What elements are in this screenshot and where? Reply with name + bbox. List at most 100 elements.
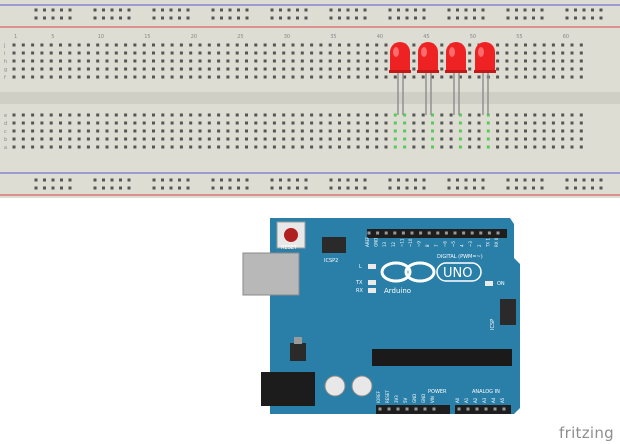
breadboard-hole	[570, 129, 574, 133]
breadboard-hole	[579, 75, 583, 79]
rail-hole	[329, 8, 333, 12]
column-number: 40	[377, 34, 383, 40]
breadboard-hole	[365, 75, 369, 79]
breadboard-hole	[282, 129, 286, 133]
breadboard-hole	[217, 75, 221, 79]
breadboard-hole	[542, 113, 546, 117]
breadboard-hole	[86, 113, 90, 117]
breadboard-hole	[384, 121, 388, 125]
breadboard-hole	[207, 129, 211, 133]
breadboard-hole	[40, 137, 44, 141]
breadboard-hole	[59, 113, 62, 117]
breadboard-hole	[245, 129, 248, 133]
breadboard-hole	[282, 75, 286, 79]
breadboard-hole	[282, 121, 286, 125]
breadboard-hole	[570, 75, 574, 79]
breadboard-hole	[217, 43, 221, 47]
rail-hole	[34, 8, 38, 12]
breadboard-hole	[561, 75, 565, 79]
rail-hole	[473, 178, 476, 182]
breadboard-hole	[226, 43, 230, 47]
breadboard-hole	[77, 51, 81, 55]
breadboard-hole	[310, 137, 314, 141]
breadboard-hole	[319, 113, 323, 117]
rail-hole	[152, 16, 156, 20]
digital-pin-label: ~5	[451, 241, 456, 247]
rail-hole	[388, 178, 392, 182]
breadboard-hole	[440, 75, 444, 79]
rail-hole	[329, 178, 333, 182]
breadboard-hole	[263, 137, 267, 141]
breadboard-hole	[431, 113, 434, 117]
rail-hole	[60, 16, 63, 20]
breadboard-hole	[189, 51, 193, 55]
breadboard-hole	[59, 59, 62, 63]
rail-hole	[110, 178, 114, 182]
rail-hole	[161, 8, 164, 12]
breadboard-hole	[375, 67, 379, 71]
red-led	[474, 42, 496, 115]
breadboard-hole	[365, 137, 369, 141]
breadboard-hole	[12, 121, 16, 125]
breadboard-hole	[458, 113, 462, 117]
breadboard-hole	[514, 113, 518, 117]
breadboard-hole	[77, 129, 81, 133]
breadboard-hole	[217, 137, 221, 141]
rail-hole	[591, 8, 594, 12]
breadboard-hole	[440, 67, 444, 71]
rail-hole	[355, 186, 358, 190]
breadboard-hole	[21, 145, 25, 149]
rail-hole	[591, 186, 594, 190]
breadboard-hole	[40, 75, 44, 79]
breadboard-hole	[561, 137, 565, 141]
power-pin-label: VIN	[430, 396, 435, 403]
column-number: 55	[516, 34, 522, 40]
digital-pin-label: 2	[477, 244, 482, 247]
breadboard-hole	[384, 59, 388, 63]
breadboard-hole	[338, 67, 341, 71]
center-channel	[0, 92, 620, 104]
rail-hole	[245, 186, 249, 190]
header-pin	[444, 231, 448, 235]
breadboard-hole	[524, 121, 527, 125]
breadboard-hole	[328, 43, 332, 47]
breadboard-hole	[579, 43, 583, 47]
breadboard-hole	[12, 59, 16, 63]
reset-button[interactable]	[276, 221, 306, 249]
header-pin	[405, 407, 409, 411]
breadboard-hole	[570, 145, 574, 149]
breadboard-hole	[198, 51, 202, 55]
breadboard-hole	[59, 129, 62, 133]
rail-hole	[405, 186, 409, 190]
reset-button-cap[interactable]	[284, 228, 298, 242]
breadboard-hole	[114, 129, 118, 133]
breadboard-hole	[124, 113, 128, 117]
digital-pin-label: TX 1	[485, 238, 490, 248]
breadboard-hole	[356, 145, 360, 149]
breadboard-hole	[77, 137, 81, 141]
rail-hole	[523, 186, 527, 190]
breadboard-hole	[86, 129, 90, 133]
breadboard-hole	[468, 43, 472, 47]
breadboard-hole	[412, 43, 416, 47]
rail-hole	[532, 8, 535, 12]
breadboard-hole	[300, 113, 304, 117]
atmega-chip	[372, 349, 512, 366]
breadboard-hole	[468, 129, 472, 133]
breadboard-hole	[356, 67, 360, 71]
capacitor-2	[351, 375, 373, 397]
rail-hole	[574, 8, 577, 12]
rail-hole	[296, 186, 299, 190]
breadboard-hole	[505, 145, 509, 149]
rail-hole	[582, 8, 586, 12]
analog-pin-label: A1	[464, 397, 469, 403]
header-pin	[432, 407, 436, 411]
rail-hole	[414, 186, 417, 190]
breadboard-hole	[124, 43, 128, 47]
breadboard-hole	[319, 129, 323, 133]
breadboard-hole	[347, 113, 351, 117]
breadboard-hole	[207, 137, 211, 141]
column-number: 30	[284, 34, 290, 40]
